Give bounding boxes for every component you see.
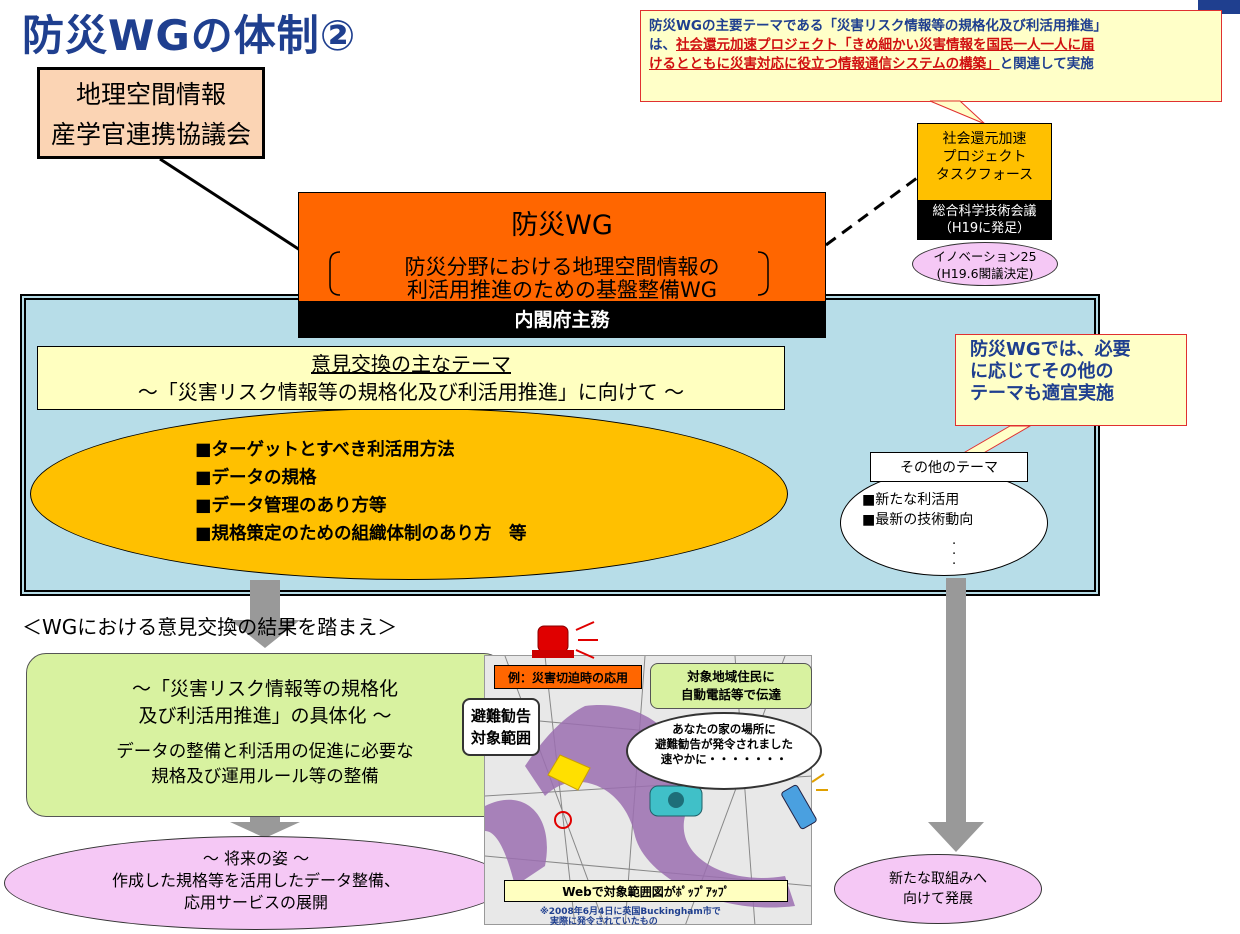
auto-call-box: 対象地域住民に 自動電話等で伝達 (650, 663, 812, 709)
concretize-line4: 規格及び運用ルール等の整備 (151, 767, 379, 787)
top-callout-line3: けるとともに災害対応に役立つ情報通信システムの構築」と関連して実施 (649, 55, 1213, 74)
footnote-line2: 実際に発令されていたもの (550, 917, 658, 927)
footnote: ※2008年6月4日に英国Buckingham市で 実際に発令されていたもの (540, 907, 721, 927)
concretize-heading: ～「災害リスク情報等の規格化 及び利活用推進」の具体化 ～ (27, 676, 503, 730)
innovation-line1: イノベーション25 (933, 249, 1037, 264)
other-themes-label: その他のテーマ (870, 452, 1028, 482)
themes-ellipse (30, 408, 788, 580)
down-arrow-1 (230, 580, 300, 648)
other-themes-items: ■新たな利活用 ■最新の技術動向 (862, 490, 973, 530)
theme-item: ■規格策定のための組織体制のあり方 等 (195, 524, 527, 544)
new-efforts-ellipse: 新たな取組みへ 向けて発展 (834, 854, 1042, 924)
association-connector (159, 157, 301, 252)
other-callout-line1: 防災WGでは、必要 (970, 339, 1131, 360)
wg-subtitle-line2: 利活用推進のための基盤整備WG (406, 278, 718, 302)
bubble-line1: あなたの家の場所に (672, 722, 776, 736)
concretize-line2: 及び利活用推進」の具体化 ～ (138, 705, 392, 727)
footnote-line1: ※2008年6月4日に英国Buckingham市で (540, 907, 721, 917)
wg-subtitle: 防災分野における地理空間情報の 利活用推進のための基盤整備WG (342, 256, 782, 302)
theme-heading: 意見交換の主なテーマ (311, 352, 511, 376)
mobile-phone-icon (781, 773, 828, 830)
page-title: 防災WGの体制② (22, 11, 357, 60)
wg-box: 防災WG 防災分野における地理空間情報の 利活用推進のための基盤整備WG (298, 192, 826, 302)
future-ellipse: ～ 将来の姿 ～ 作成した規格等を活用したデータ整備、 応用サービスの展開 (4, 836, 508, 930)
theme-box: 意見交換の主なテーマ ～「災害リスク情報等の規格化及び利活用推進」に向けて ～ (37, 346, 785, 410)
other-themes-dots: ··· (952, 537, 957, 572)
top-callout-project-b: けるとともに災害対応に役立つ情報通信システムの構築」 (649, 56, 1000, 72)
evacuation-line1: 避難勧告 (470, 707, 531, 725)
theme-item: ■データの規格 (195, 468, 317, 488)
concretize-box: ～「災害リスク情報等の規格化 及び利活用推進」の具体化 ～ データの整備と利活用… (26, 653, 504, 817)
new-efforts-line1: 新たな取組みへ (889, 871, 987, 887)
auto-call-line2: 自動電話等で伝達 (680, 687, 781, 702)
pointer-arrow-icon (547, 754, 591, 791)
innovation-line2: (H19.6閣議決定) (936, 266, 1034, 281)
innovation-ellipse: イノベーション25 (H19.6閣議決定) (912, 242, 1058, 286)
top-callout: 防災WGの主要テーマである「災害リスク情報等の規格化及び利活用推進」 は、社会還… (640, 10, 1222, 102)
siren-icon (532, 621, 598, 659)
example-label: 例：災害切迫時の応用 (494, 665, 642, 689)
association-line2: 産学官連携協議会 (50, 120, 251, 149)
council-line1: 総合科学技術会議 (932, 204, 1037, 219)
future-line3: 応用サービスの展開 (183, 893, 328, 912)
association-line1: 地理空間情報 (75, 80, 226, 109)
top-callout-prefix: は、 (649, 37, 676, 53)
other-callout-line3: テーマも適宜実施 (970, 383, 1114, 404)
wg-subtitle-line1: 防災分野における地理空間情報の (404, 255, 720, 279)
theme-item: ■データ管理のあり方等 (195, 496, 387, 516)
new-efforts-line2: 向けて発展 (903, 891, 973, 907)
top-callout-suffix: と関連して実施 (999, 56, 1094, 72)
taskforce-line1: 社会還元加速 (942, 131, 1027, 147)
down-arrow-2 (230, 815, 300, 838)
top-callout-line1: 防災WGの主要テーマである「災害リスク情報等の規格化及び利活用推進」 (649, 18, 1107, 34)
evacuation-line2: 対象範囲 (470, 729, 531, 747)
taskforce-line2: プロジェクト (942, 149, 1027, 165)
theme-subheading: ～「災害リスク情報等の規格化及び利活用推進」に向けて ～ (137, 380, 685, 404)
other-theme-item: ■新たな利活用 (862, 492, 960, 508)
telephone-icon (649, 785, 703, 817)
down-arrow-other (928, 578, 984, 852)
wg-title: 防災WG (511, 210, 613, 241)
future-line2: 作成した規格等を活用したデータ整備、 (111, 871, 400, 890)
concretize-line1: ～「災害リスク情報等の規格化 (131, 678, 398, 700)
theme-items: ■ターゲットとすべき利活用方法 ■データの規格 ■データ管理のあり方等 ■規格策… (195, 436, 527, 548)
other-callout: 防災WGでは、必要 に応じてその他の テーマも適宜実施 (955, 334, 1187, 426)
bubble-line3: 速やかに・・・・・・・ (660, 752, 788, 766)
other-callout-line2: に応じてその他の (970, 361, 1114, 382)
concretize-body: データの整備と利活用の促進に必要な 規格及び運用ルール等の整備 (27, 740, 503, 790)
bubble-line2: 避難勧告が発令されました (655, 737, 793, 751)
council-line2: （H19に発足） (938, 221, 1031, 236)
other-themes-ellipse (840, 470, 1048, 576)
future-line1: ～ 将来の姿 ～ (202, 849, 310, 868)
theme-item: ■ターゲットとすべき利活用方法 (195, 440, 455, 460)
association-box: 地理空間情報 産学官連携協議会 (37, 67, 265, 159)
popup-label: Webで対象範囲図がﾎﾟｯﾌﾟｱｯﾌﾟ (504, 880, 788, 902)
cabinet-label: 内閣府主務 (298, 302, 826, 338)
other-theme-item: ■最新の技術動向 (862, 512, 974, 528)
top-callout-project-a: 社会還元加速プロジェクト「きめ細かい災害情報を国民一人一人に届 (676, 37, 1095, 53)
auto-call-line1: 対象地域住民に (687, 669, 775, 684)
top-callout-line2: は、社会還元加速プロジェクト「きめ細かい災害情報を国民一人一人に届 (649, 36, 1213, 55)
evacuation-box: 避難勧告 対象範囲 (462, 698, 540, 756)
taskforce-line3: タスクフォース (935, 167, 1034, 183)
transition-text: ＜WGにおける意見交換の結果を踏まえ＞ (22, 615, 398, 639)
council-box: 総合科学技術会議 （H19に発足） (917, 200, 1052, 240)
speech-bubble: あなたの家の場所に 避難勧告が発令されました 速やかに・・・・・・・ (626, 712, 822, 790)
concretize-line3: データの整備と利活用の促進に必要な (116, 742, 414, 762)
